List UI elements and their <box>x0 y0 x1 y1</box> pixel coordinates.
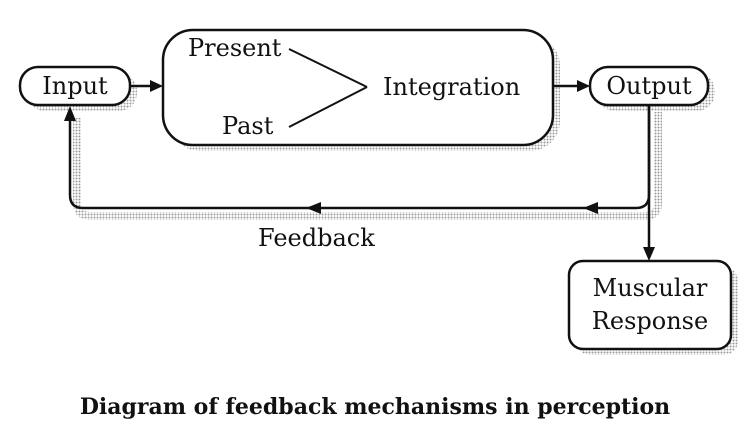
feedback-arrowhead-left <box>306 202 321 214</box>
output-to-muscular-arrowhead <box>643 247 655 261</box>
response-label: Response <box>592 307 708 335</box>
feedback-arrowhead-right <box>583 202 598 214</box>
integration-to-output-arrowhead <box>577 80 590 92</box>
muscular-response-node <box>567 259 733 351</box>
output-label: Output <box>606 72 692 100</box>
input-label: Input <box>42 72 108 100</box>
diagram-caption: Diagram of feedback mechanisms in percep… <box>80 394 670 420</box>
present-connector-line <box>288 48 368 88</box>
feedback-line <box>68 105 651 210</box>
past-label: Past <box>222 112 274 140</box>
integration-label: Integration <box>383 73 520 101</box>
past-connector-line <box>288 86 368 128</box>
muscular-label: Muscular <box>593 274 708 302</box>
feedback-to-input-arrowhead <box>64 106 76 121</box>
integration-box <box>161 28 555 147</box>
feedback-label: Feedback <box>258 224 375 252</box>
input-to-integration-arrowhead <box>150 80 163 92</box>
present-label: Present <box>188 34 282 62</box>
